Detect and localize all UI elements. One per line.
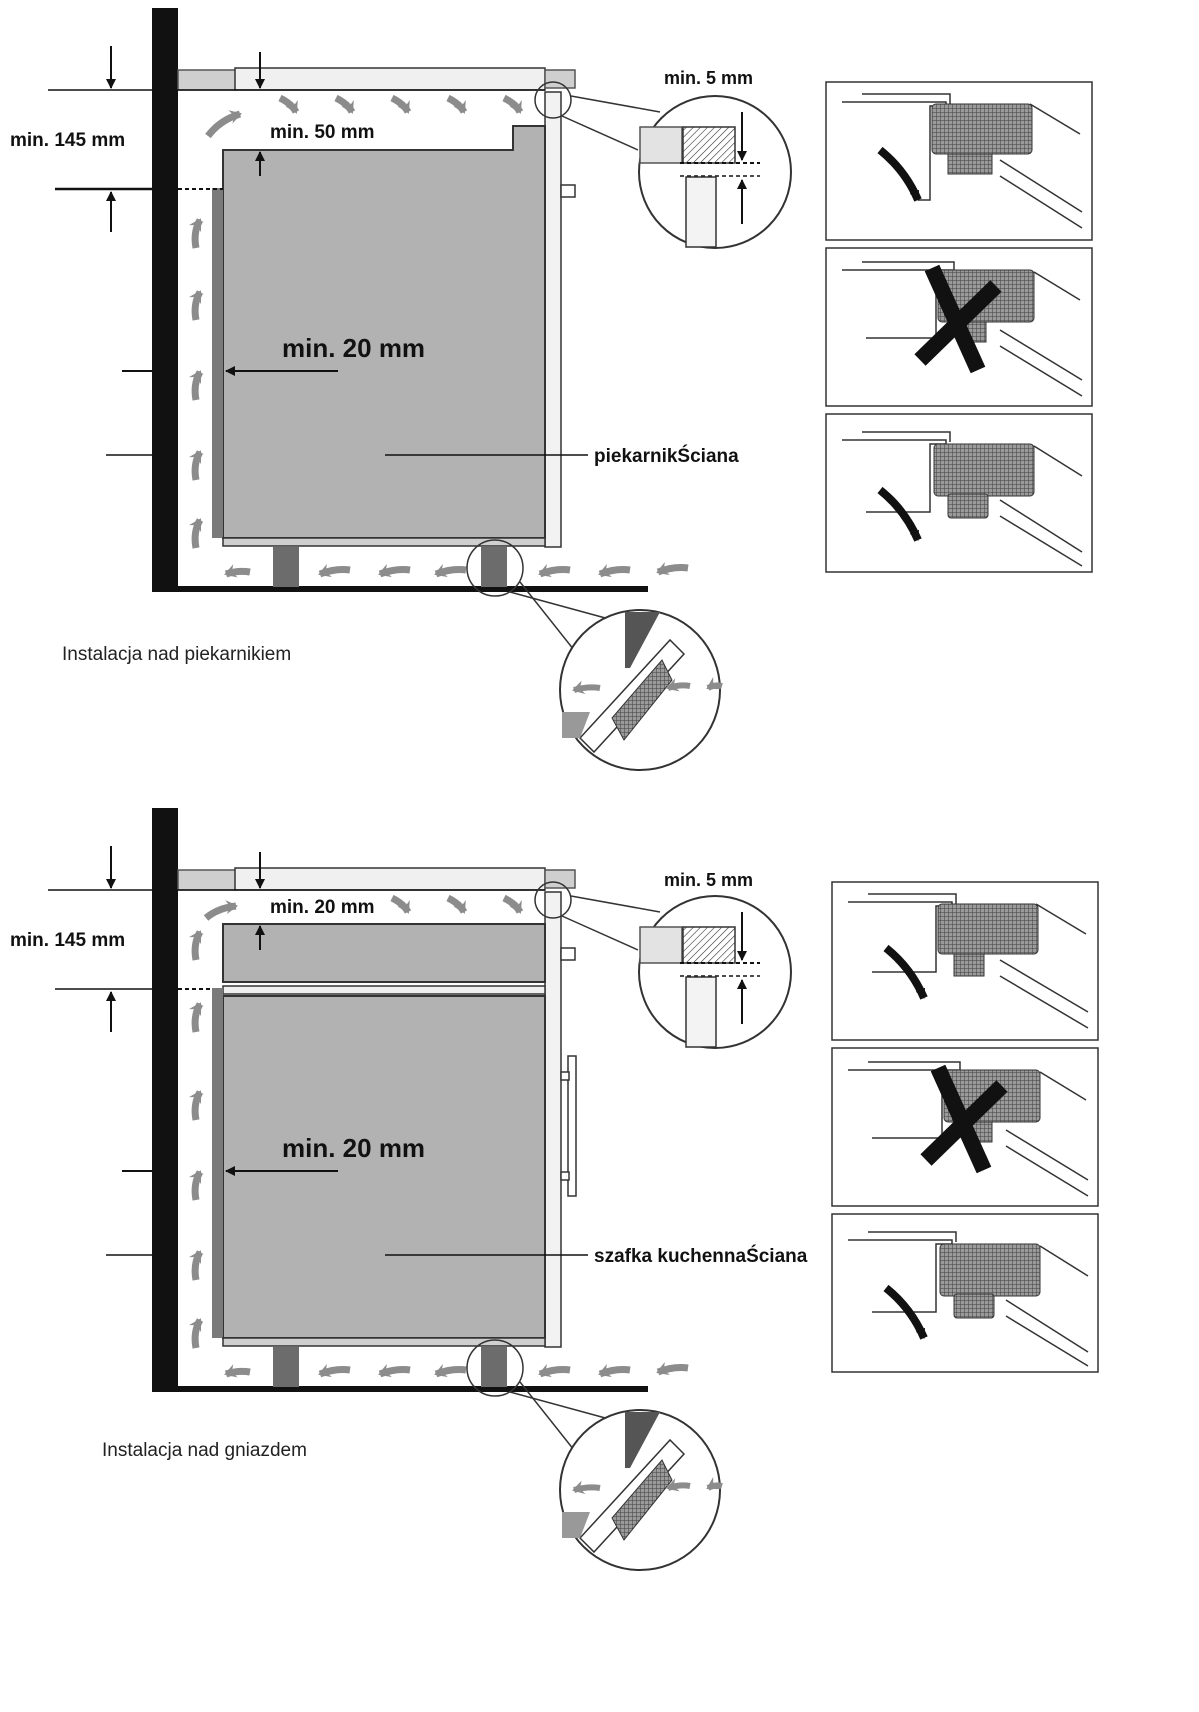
side-panels [831, 881, 1099, 1373]
dim-gap-label: min. 145 mm [10, 930, 125, 951]
floor [152, 586, 648, 592]
dim-edge-label: min. 5 mm [664, 870, 753, 890]
vent-detail [559, 609, 723, 771]
x-mark-icon [920, 1064, 1008, 1174]
down-arrow-icon [883, 944, 928, 1000]
edge-detail [638, 95, 792, 249]
down-arrow-icon [877, 486, 922, 542]
front-panel [544, 91, 562, 548]
cabinet-top-rail [222, 985, 546, 995]
down-arrow-icon [877, 146, 922, 202]
front-panel [544, 891, 562, 1348]
countertop [177, 869, 237, 891]
x-mark-icon [914, 264, 1002, 374]
bottom-diagram: min. 145 mm min. 20 mm min. 20 mm szafka… [10, 808, 1099, 1571]
dim-edge-label: min. 5 mm [664, 68, 753, 88]
airflow-arrows [188, 894, 689, 1378]
dim-top-label: min. 20 mm [270, 897, 375, 918]
floor [152, 1386, 648, 1392]
knob [560, 184, 576, 198]
countertop [177, 69, 237, 91]
oven-base [222, 537, 546, 547]
foot-right [481, 547, 507, 587]
cabinet-back-panel [212, 988, 223, 1338]
appliance-label: piekarnikŚciana [594, 445, 739, 467]
hob-glass [234, 867, 546, 891]
caption: Instalacja nad gniazdem [102, 1440, 307, 1461]
side-panels [825, 81, 1093, 573]
edge-detail [638, 895, 792, 1049]
dim-top-label: min. 50 mm [270, 122, 375, 143]
dim-gap-label: min. 145 mm [10, 130, 125, 151]
hob-unit [222, 923, 546, 983]
dim-side-label: min. 20 mm [282, 333, 425, 363]
knob [560, 947, 576, 961]
foot-left [273, 547, 299, 587]
foot-right [481, 1347, 507, 1387]
down-arrow-icon [883, 1284, 928, 1340]
hob-glass [234, 67, 546, 91]
wall [152, 808, 178, 1388]
door-handle [567, 1055, 577, 1197]
appliance-label: szafka kuchennaŚciana [594, 1245, 808, 1267]
airflow-arrows [188, 94, 689, 578]
oven-body [222, 125, 546, 539]
oven-back-panel [212, 188, 223, 538]
wall [152, 8, 178, 588]
countertop-edge [544, 869, 576, 889]
cabinet-base [222, 1337, 546, 1347]
caption: Instalacja nad piekarnikiem [62, 644, 291, 665]
dim-side-label: min. 20 mm [282, 1133, 425, 1163]
countertop-edge [544, 69, 576, 89]
vent-detail [559, 1409, 723, 1571]
foot-left [273, 1347, 299, 1387]
top-diagram: min. 145 mm min. 50 mm min. 20 mm piekar… [10, 8, 1093, 771]
cabinet-body [222, 995, 546, 1339]
